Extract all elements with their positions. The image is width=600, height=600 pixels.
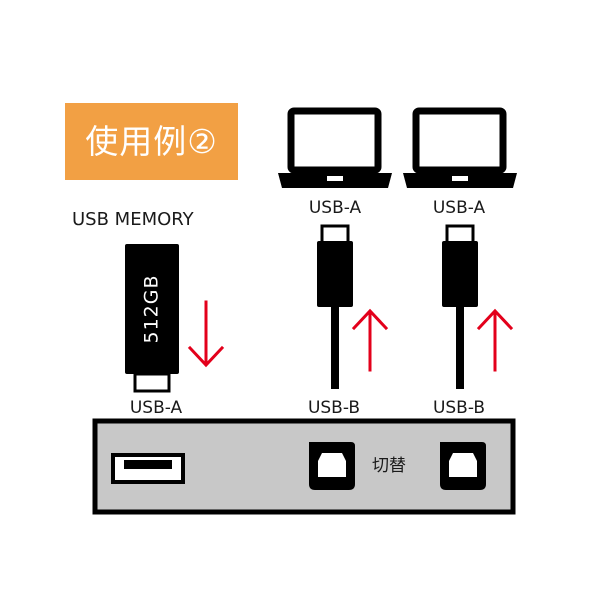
switch-box <box>92 418 516 515</box>
usb-memory-icon <box>125 244 179 393</box>
up-arrow-icon <box>351 308 389 372</box>
down-arrow-icon <box>187 300 225 368</box>
laptop-2-connector-label: USB-A <box>432 198 486 218</box>
memory-connector-label: USB-A <box>129 398 183 418</box>
memory-capacity-text: 512GB <box>141 274 163 344</box>
up-arrow-icon <box>476 308 514 372</box>
cable-1-connector-label: USB-B <box>307 398 361 418</box>
usb-memory-title: USB MEMORY <box>72 209 194 230</box>
usb-b-port-icon <box>309 442 355 490</box>
laptop-icon <box>403 107 517 188</box>
usb-cable <box>442 224 478 389</box>
cable-2-connector-label: USB-B <box>432 398 486 418</box>
laptop-1-connector-label: USB-A <box>308 198 362 218</box>
memory-capacity: 512GB <box>128 244 176 374</box>
laptop-icon <box>278 107 392 188</box>
switch-label: 切替 <box>372 456 406 476</box>
example-badge: 使用例② <box>65 103 238 180</box>
usb-cable <box>317 224 353 389</box>
usb-b-port-icon <box>440 442 486 490</box>
usb-a-port-icon <box>111 453 185 484</box>
